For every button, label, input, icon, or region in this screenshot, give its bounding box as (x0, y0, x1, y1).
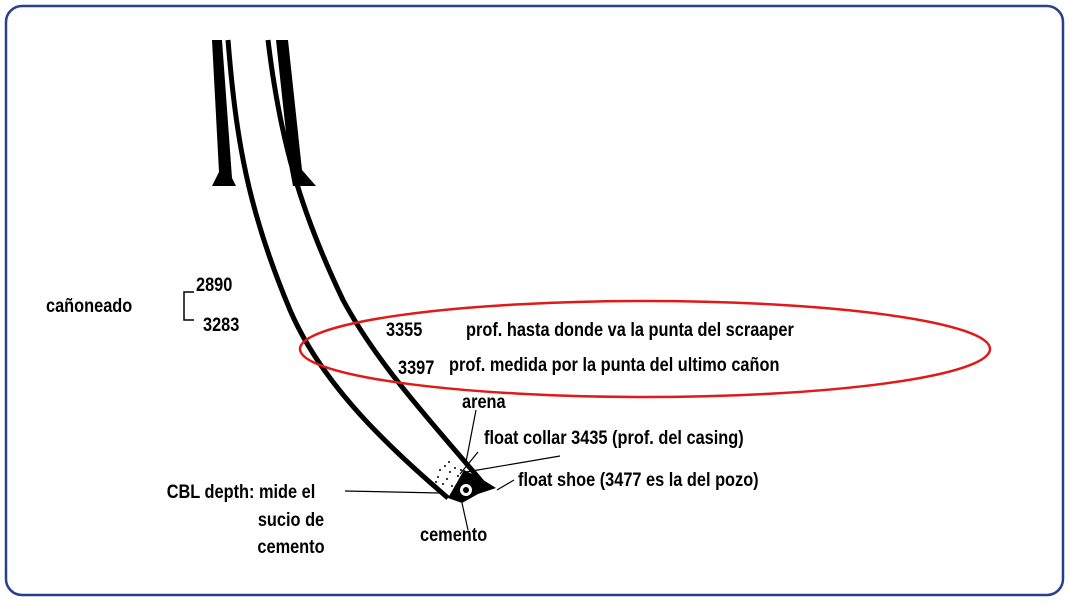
leader-arena (465, 409, 477, 463)
label-depth-scraper: 3355 (386, 320, 423, 341)
label-perf-bottom: 3283 (203, 315, 240, 336)
label-cemento: cemento (420, 525, 488, 546)
label-float-collar: float collar 3435 (prof. del casing) (484, 428, 744, 449)
casing-wall-left (225, 39, 450, 500)
label-text-canon: prof. medida por la punta del ultimo cañ… (449, 355, 780, 376)
label-cbl-line1: CBL depth: mide el (166, 482, 316, 503)
label-text-scraper: prof. hasta donde va la punta del scraap… (466, 320, 794, 341)
label-canoneado: cañoneado (46, 296, 133, 317)
casing-wall-right (265, 39, 484, 484)
leader-float-shoe (496, 479, 515, 491)
label-arena: arena (462, 392, 506, 413)
highlight-ellipse (298, 299, 992, 399)
label-cbl-line2: sucio de (257, 510, 325, 531)
conductor-casing-left (212, 40, 236, 186)
label-cbl-line3: cemento (257, 537, 325, 558)
label-depth-canon: 3397 (398, 358, 435, 379)
sand-fill (435, 461, 462, 487)
leader-float-collar-2 (465, 455, 561, 473)
leader-cemento (461, 502, 469, 531)
float-shoe (448, 470, 496, 503)
diagram-frame (4, 4, 1065, 597)
leader-float-collar (459, 451, 479, 475)
conductor-casing-right (276, 40, 316, 186)
perforation-bracket (183, 291, 194, 321)
leader-cbl (344, 490, 441, 494)
label-perf-top: 2890 (196, 275, 233, 296)
label-float-shoe: float shoe (3477 es la del pozo) (518, 470, 759, 491)
